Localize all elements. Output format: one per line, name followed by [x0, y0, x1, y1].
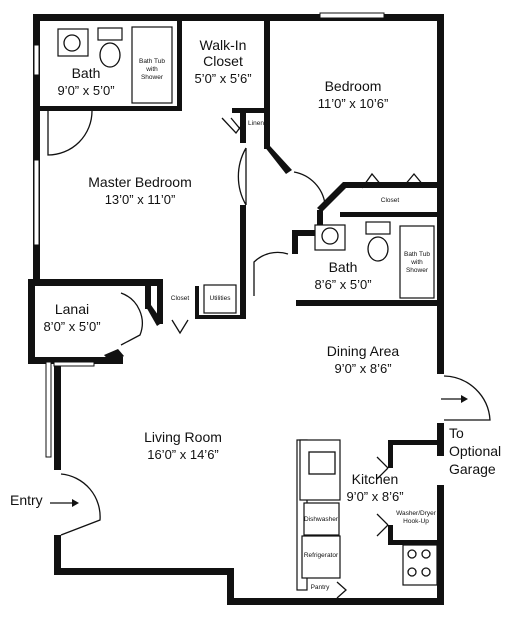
tub1-label-2: with — [145, 66, 158, 73]
tub2-label-3: Shower — [406, 267, 429, 274]
master-dims: 13’0” x 11’0” — [105, 192, 176, 207]
bathtub-icon — [399, 225, 435, 299]
bath1-dims: 9’0” x 5’0” — [57, 83, 114, 98]
bath2-name: Bath — [329, 259, 358, 275]
garage-label-3: Garage — [449, 461, 496, 477]
toilet-icon — [365, 221, 391, 235]
refrigerator-label: Refrigerator — [304, 552, 339, 559]
windows — [33, 12, 385, 458]
lanai-name: Lanai — [55, 301, 89, 317]
pantry-label: Pantry — [311, 584, 331, 591]
garage-label-1: To — [449, 425, 464, 441]
kitchen-sink-icon — [299, 439, 341, 501]
utilities-label: Utilities — [210, 295, 232, 302]
tub1-label-1: Bath Tub — [139, 58, 165, 65]
tub2-label-1: Bath Tub — [404, 251, 430, 258]
walkin-name-2: Closet — [203, 53, 243, 69]
kitchen-dims: 9’0” x 8’6” — [346, 489, 403, 504]
room-labels: Bath 9’0” x 5’0” Walk-In Closet 5’0” x 5… — [43, 37, 403, 504]
interior-walls — [40, 21, 443, 545]
bedroom-name: Bedroom — [325, 78, 382, 94]
exterior-walls — [28, 14, 444, 605]
refrigerator-icon — [301, 535, 341, 579]
bath1-name: Bath — [72, 65, 101, 81]
entry-label: Entry — [10, 492, 43, 508]
utilities-box — [203, 284, 237, 314]
linen-label: Linen — [248, 120, 264, 127]
master-name: Master Bedroom — [88, 174, 191, 190]
fixture-labels: Bath Tub with Shower Bath Tub with Showe… — [139, 58, 437, 591]
toilet-icon — [97, 27, 123, 41]
dishwasher-label: Dishwasher — [304, 516, 339, 523]
bedroom-closet-label: Closet — [381, 197, 400, 204]
stove-icon — [402, 544, 438, 586]
bedroom-dims: 11’0” x 10’6” — [318, 96, 389, 111]
bathtub-icon — [131, 26, 173, 104]
walkin-dims: 5’0” x 5’6” — [194, 71, 251, 86]
hall-closet-label: Closet — [171, 295, 190, 302]
walkin-name-1: Walk-In — [200, 37, 247, 53]
lanai-dims: 8’0” x 5’0” — [43, 319, 100, 334]
washer-dryer-label-2: Hook-Up — [403, 518, 429, 525]
bath2-dims: 8’6” x 5’0” — [314, 277, 371, 292]
garage-label-2: Optional — [449, 443, 501, 459]
arrows — [50, 395, 468, 507]
tub1-label-3: Shower — [141, 74, 164, 81]
external-labels: Entry To Optional Garage — [10, 425, 501, 508]
sink-icon — [314, 224, 346, 251]
doors — [47, 110, 491, 599]
sink-icon — [57, 28, 89, 57]
dining-name: Dining Area — [327, 343, 400, 359]
dishwasher-icon — [303, 502, 340, 536]
kitchen-name: Kitchen — [352, 471, 399, 487]
fixtures — [57, 26, 438, 591]
tub2-label-2: with — [410, 259, 423, 266]
living-dims: 16’0” x 14’6” — [147, 447, 219, 462]
washer-dryer-label-1: Washer/Dryer — [396, 510, 437, 517]
living-name: Living Room — [144, 429, 222, 445]
dining-dims: 9’0” x 8’6” — [334, 361, 391, 376]
